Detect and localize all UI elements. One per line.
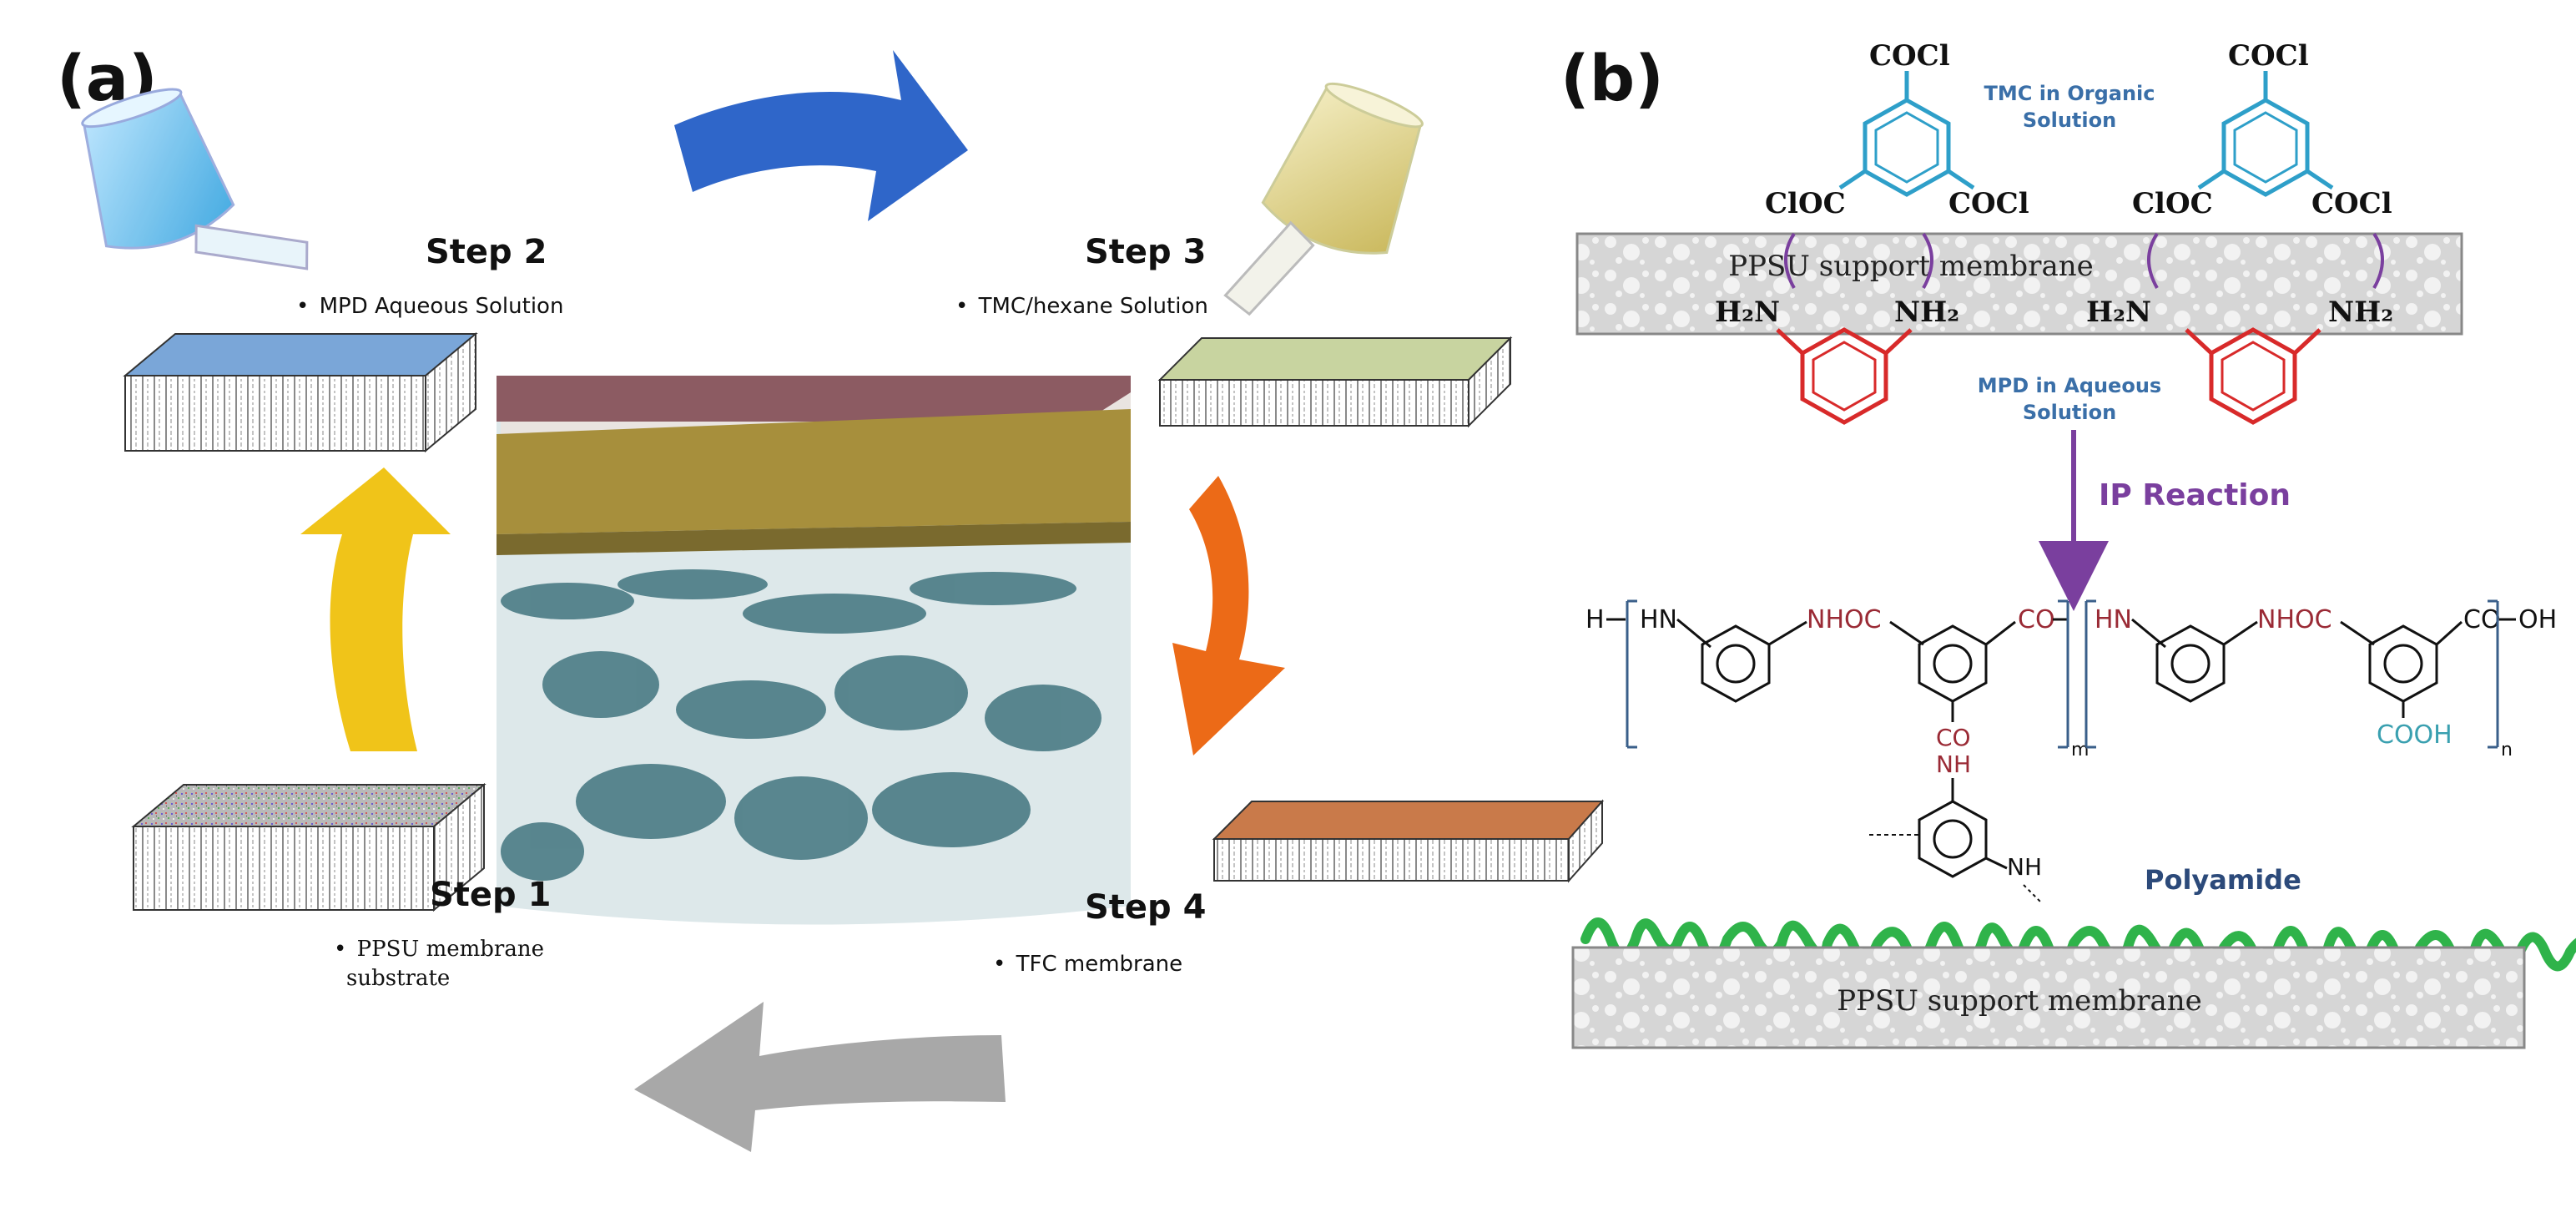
mpd-right-amine-nh2: NH₂ xyxy=(2328,296,2393,329)
tfc-membrane xyxy=(1212,799,1605,883)
mpd-molecule-right xyxy=(2185,327,2321,425)
polymer-co-1: CO xyxy=(2018,605,2055,634)
tmc-right-left-group: ClOC xyxy=(2132,187,2213,220)
polymer-hn-1: HN xyxy=(1640,605,1677,634)
step-3-bullet: • xyxy=(955,294,968,319)
polymer-cooh: COOH xyxy=(2377,720,2452,750)
tmc-left-left-group: ClOC xyxy=(1765,187,1846,220)
mpd-label-line2: Solution xyxy=(2023,401,2116,424)
ppsu-support-label-bottom: PPSU support membrane xyxy=(1837,984,2201,1018)
ppsu-substrate-membrane xyxy=(131,782,486,912)
ppsu-support-label-top: PPSU support membrane xyxy=(1728,250,2093,283)
tmc-flask-icon xyxy=(1223,82,1424,316)
mpd-flask-icon xyxy=(81,88,309,270)
step-2-note-text: MPD Aqueous Solution xyxy=(320,294,564,319)
tmc-label-line2: Solution xyxy=(2023,109,2116,132)
step-4-note: • TFC membrane xyxy=(993,952,1182,977)
polyamide-structure: H HN NHOC CO m CO NH NH HN xyxy=(1585,599,2557,902)
polymer-sub-n: n xyxy=(2501,740,2513,761)
tmc-left-top-group: COCl xyxy=(1869,39,1950,73)
ip-reaction-label: IP Reaction xyxy=(2099,478,2291,513)
step-2-title: Step 2 xyxy=(426,233,547,271)
tmc-left-right-group: COCl xyxy=(1948,187,2029,220)
step-2-bullet: • xyxy=(296,294,309,319)
mpd-left-amine-h2n: H₂N xyxy=(1715,296,1780,329)
polymer-nhoc-2: NHOC xyxy=(2257,605,2332,634)
polymer-co-2: CO xyxy=(2463,605,2501,634)
polymer-sub-m: m xyxy=(2071,740,2089,761)
step-4-bullet: • xyxy=(993,952,1006,977)
reaction-curl-arrows xyxy=(1784,232,2384,289)
mpd-label-line1: MPD in Aqueous xyxy=(1978,374,2161,397)
polymer-nh-branch: NH xyxy=(1936,750,1971,778)
mpd-molecule-left xyxy=(1776,327,1913,425)
tmc-label-line1: TMC in Organic xyxy=(1984,82,2155,105)
ppsu-support-membrane-bottom xyxy=(1571,946,2526,1049)
step-3-title: Step 3 xyxy=(1085,233,1206,271)
tmc-coated-membrane xyxy=(1157,336,1513,428)
tmc-right-right-group: COCl xyxy=(2311,187,2392,220)
panel-b-label: (b) xyxy=(1560,41,1664,115)
polymer-co-branch: CO xyxy=(1936,724,1971,751)
step-1-note-line2: substrate xyxy=(346,966,450,991)
polymer-hn-2: HN xyxy=(2095,605,2132,634)
membrane-cross-section-illustration xyxy=(497,376,1131,925)
mpd-left-amine-nh2: NH₂ xyxy=(1894,296,1959,329)
tmc-molecule-left xyxy=(1838,71,1975,197)
step-4-title: Step 4 xyxy=(1085,888,1206,927)
mpd-coated-membrane xyxy=(123,331,478,453)
step-1-bullet: • xyxy=(334,937,346,962)
tmc-molecule-right xyxy=(2197,71,2334,197)
arrow-step3-to-step4 xyxy=(1172,476,1285,755)
step-3-note: • TMC/hexane Solution xyxy=(955,294,1208,319)
step-1-note: • PPSU membrane xyxy=(334,937,544,962)
step-1-title: Step 1 xyxy=(430,876,551,914)
tmc-right-top-group: COCl xyxy=(2228,39,2309,73)
step-3-note-text: TMC/hexane Solution xyxy=(978,294,1208,319)
step-2-note: • MPD Aqueous Solution xyxy=(296,294,563,319)
polyamide-label: Polyamide xyxy=(2145,864,2301,896)
ppsu-support-membrane-top xyxy=(1575,232,2463,336)
mpd-right-amine-h2n: H₂N xyxy=(2086,296,2151,329)
arrow-step4-to-step1 xyxy=(634,1002,1006,1152)
arrow-step1-to-step2 xyxy=(300,467,451,751)
polymer-nh-bottom: NH xyxy=(2007,853,2042,881)
polymer-oh: OH xyxy=(2518,605,2557,634)
step-1-note-line1: PPSU membrane xyxy=(357,937,544,962)
arrow-step2-to-step3 xyxy=(674,50,968,221)
polymer-nhoc-1: NHOC xyxy=(1807,605,1882,634)
polymer-h-end: H xyxy=(1585,605,1605,634)
step-4-note-text: TFC membrane xyxy=(1016,952,1183,977)
